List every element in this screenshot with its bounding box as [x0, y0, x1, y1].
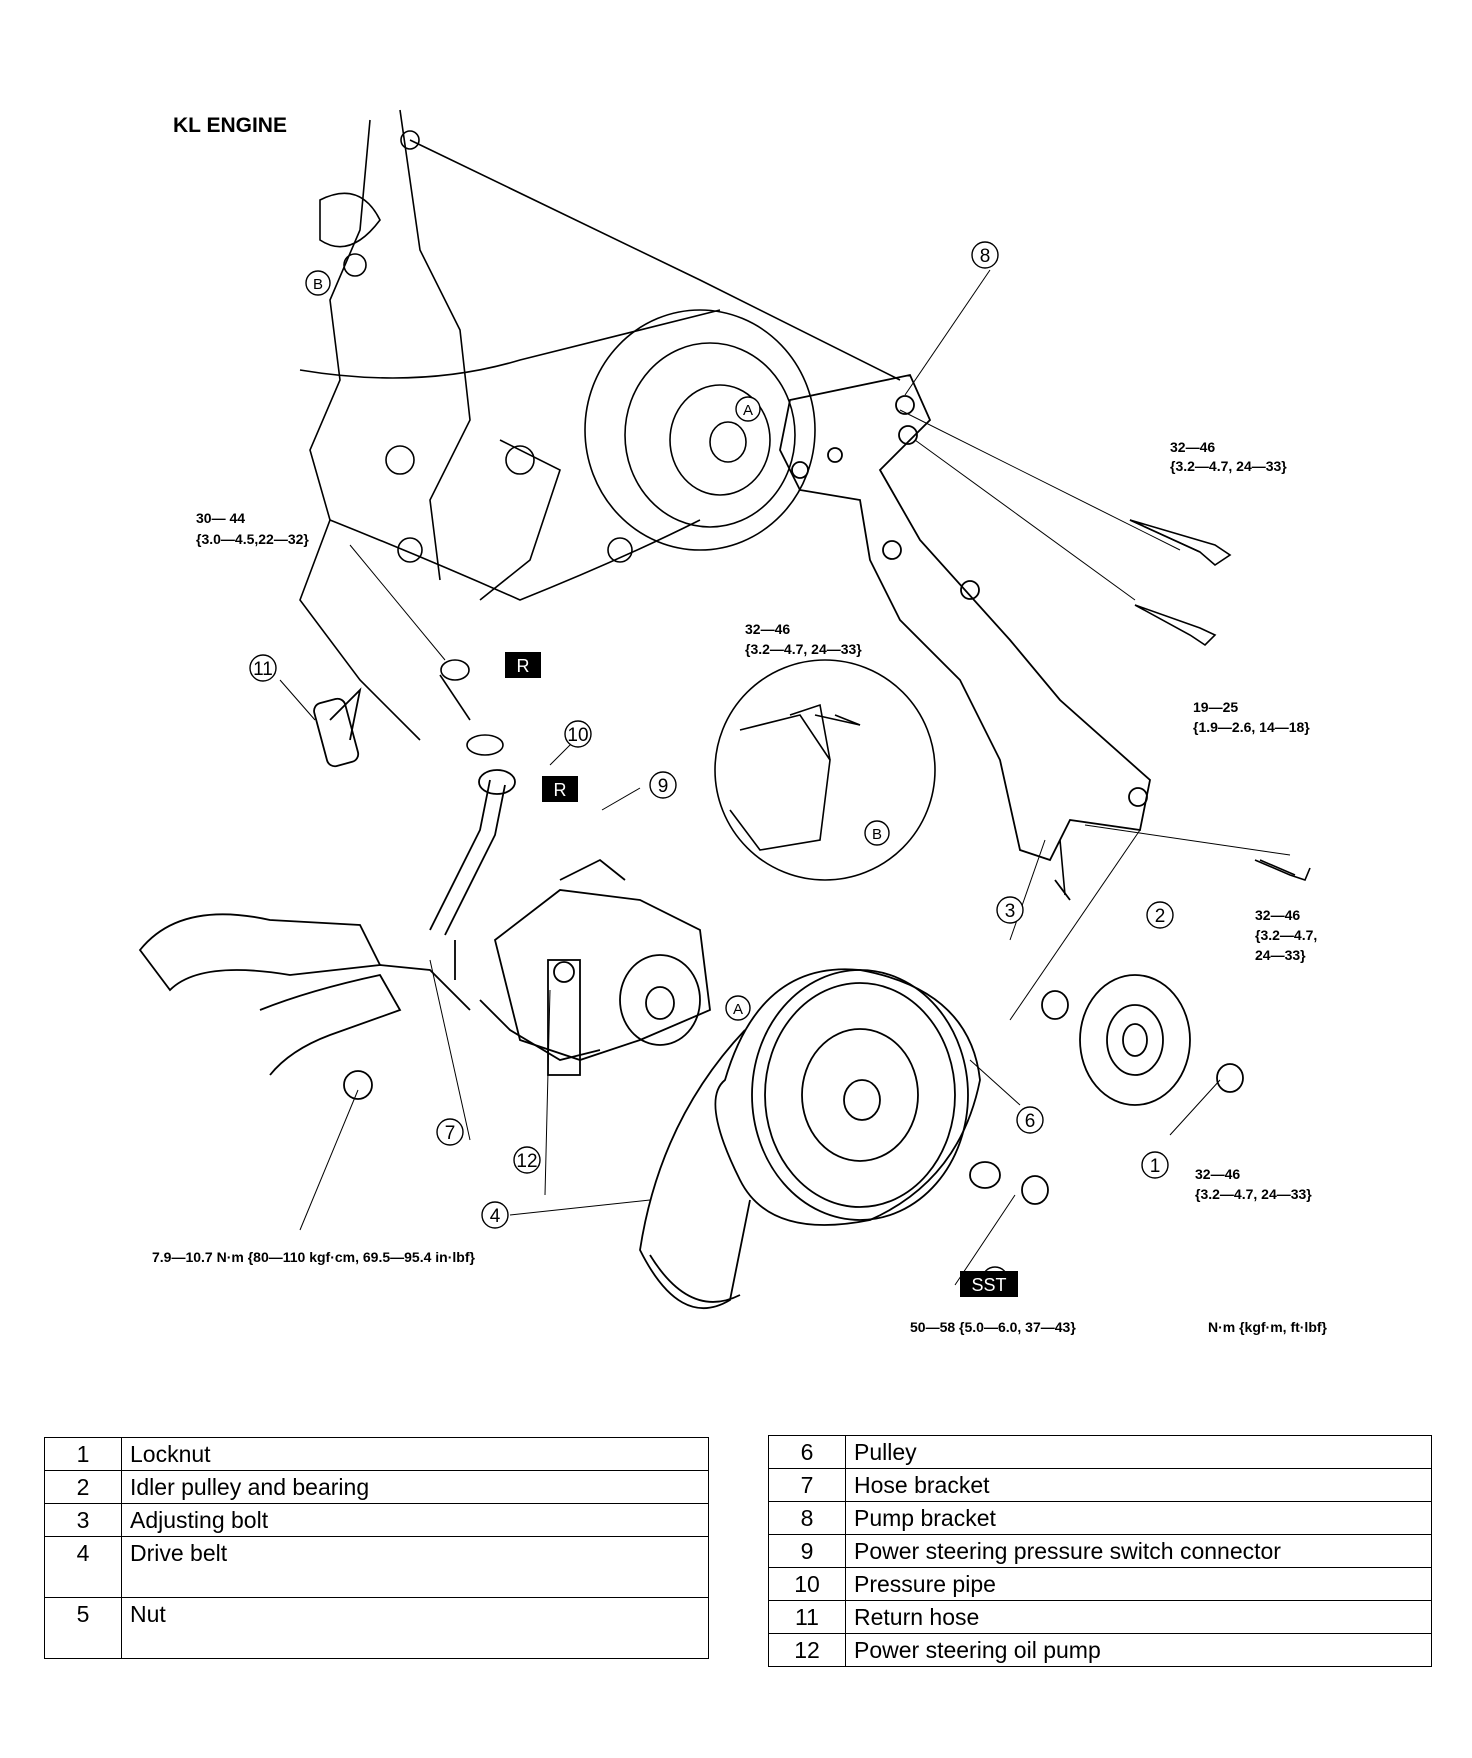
spec-units: N·m {kgf·m, ft·lbf}: [1208, 1319, 1328, 1335]
crankshaft-pulley: [584, 309, 816, 551]
spec-mid-2: {3.2—4.7, 24—33}: [745, 641, 862, 657]
callout-circles: [249, 241, 1174, 1294]
callout-11: 11: [253, 659, 273, 680]
part-name: Drive belt: [121, 1536, 709, 1598]
spec-bolt2-1: 19—25: [1193, 699, 1238, 715]
letter-a-top: A: [743, 402, 753, 419]
badge-r-2: R: [554, 780, 567, 800]
letter-a-pump: A: [733, 1001, 743, 1018]
diagram-title: KL ENGINE: [173, 114, 287, 137]
callout-10: 10: [567, 725, 588, 746]
letter-b-inset: B: [872, 826, 882, 843]
spec-locknut-2: {3.2—4.7, 24—33}: [1195, 1186, 1312, 1202]
callout-8: 8: [980, 246, 991, 267]
part-name: Hose bracket: [845, 1468, 1432, 1502]
letter-b-top: B: [313, 276, 323, 293]
part-number: 11: [768, 1600, 846, 1634]
part-number: 10: [768, 1567, 846, 1601]
part-number: 6: [768, 1435, 846, 1469]
part-name: Idler pulley and bearing: [121, 1470, 709, 1504]
hoses: [138, 687, 601, 1076]
spec-mid-1: 32—46: [745, 621, 790, 637]
callout-labels: 1 2 3 4 5 6 7 8 9 10 11 12 A A B B: [253, 246, 1165, 1292]
torque-specs: 32—46 {3.2—4.7, 24—33} 30— 44 {3.0—4.5,2…: [152, 439, 1328, 1335]
spec-top-right-1: 32—46: [1170, 439, 1215, 455]
part-number: 8: [768, 1501, 846, 1535]
spec-bolt2-2: {1.9—2.6, 14—18}: [1193, 719, 1310, 735]
part-number: 3: [44, 1503, 122, 1537]
part-number: 9: [768, 1534, 846, 1568]
spec-pulley-nut: 50—58 {5.0—6.0, 37—43}: [910, 1319, 1076, 1335]
spec-left-1: 30— 44: [196, 510, 245, 526]
part-name: Pump bracket: [845, 1501, 1432, 1535]
power-steering-pump: [493, 858, 711, 1076]
part-number: 12: [768, 1633, 846, 1667]
spec-top-right-2: {3.2—4.7, 24—33}: [1170, 458, 1287, 474]
callout-1: 1: [1150, 1156, 1161, 1177]
callout-2: 2: [1155, 906, 1166, 927]
spec-right-3: 24—33}: [1255, 947, 1306, 963]
part-number: 2: [44, 1470, 122, 1504]
exploded-view-diagram: KL ENGINE: [138, 109, 1328, 1335]
badges: R R SST: [505, 652, 1018, 1297]
part-number: 7: [768, 1468, 846, 1502]
part-name: Nut: [121, 1597, 709, 1659]
spec-nut: 7.9—10.7 N·m {80—110 kgf·cm, 69.5—95.4 i…: [152, 1249, 475, 1265]
part-name: Return hose: [845, 1600, 1432, 1634]
callout-7: 7: [445, 1123, 456, 1144]
part-name: Adjusting bolt: [121, 1503, 709, 1537]
part-number: 4: [44, 1536, 122, 1598]
pump-bracket: [779, 373, 1151, 901]
part-number: 1: [44, 1437, 122, 1471]
leader-lines: [279, 269, 1291, 1286]
part-name: Pulley: [845, 1435, 1432, 1469]
engine-block-outline: [299, 109, 901, 741]
part-name: Power steering oil pump: [845, 1633, 1432, 1667]
badge-r-1: R: [517, 656, 530, 676]
callout-3: 3: [1005, 901, 1016, 922]
spec-right-1: 32—46: [1255, 907, 1300, 923]
callout-9: 9: [658, 776, 669, 797]
part-name: Pressure pipe: [845, 1567, 1432, 1601]
callout-12: 12: [516, 1151, 537, 1172]
callout-4: 4: [490, 1206, 501, 1227]
callout-6: 6: [1025, 1111, 1036, 1132]
badge-sst: SST: [971, 1275, 1006, 1295]
spec-left-2: {3.0—4.5,22—32}: [196, 531, 309, 547]
part-name: Locknut: [121, 1437, 709, 1471]
part-number: 5: [44, 1597, 122, 1659]
drive-belt-and-pulleys: [343, 968, 1244, 1310]
inset-detail: [714, 659, 936, 881]
spec-locknut-1: 32—46: [1195, 1166, 1240, 1182]
spec-right-2: {3.2—4.7,: [1255, 927, 1317, 943]
part-name: Power steering pressure switch connector: [845, 1534, 1432, 1568]
